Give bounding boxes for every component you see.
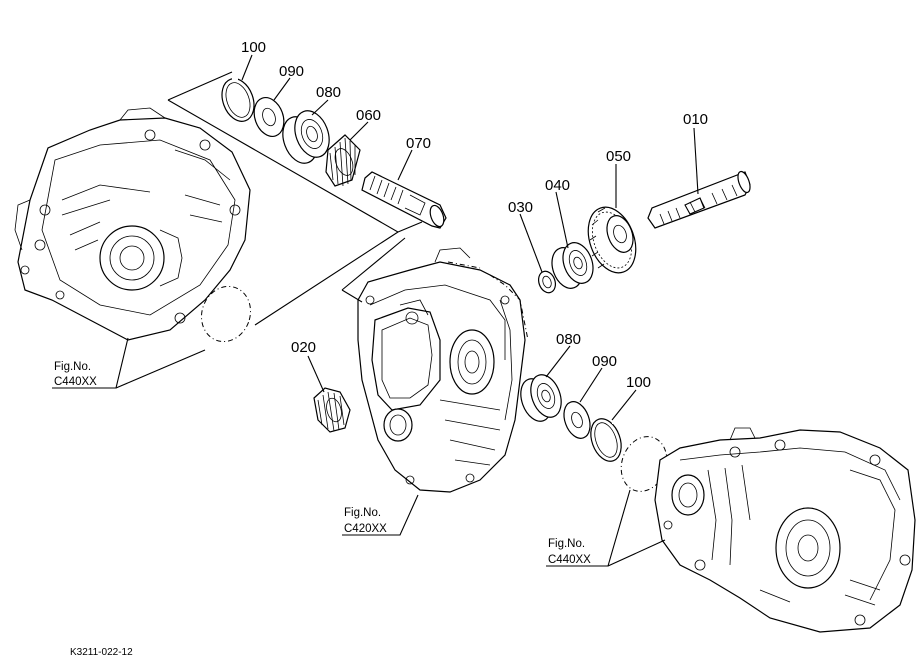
label-part-010: 010 <box>683 111 708 128</box>
label-part-020: 020 <box>291 339 316 356</box>
washer-030 <box>537 270 557 294</box>
leader-lines <box>52 54 699 567</box>
figref-center-line2: C420XX <box>344 523 387 535</box>
figref-left-line1: Fig.No. <box>54 361 91 373</box>
figref-left-line2: C440XX <box>54 376 97 388</box>
left-transmission-housing <box>14 107 251 341</box>
bevel-gear-020 <box>313 387 351 433</box>
label-part-100-top: 100 <box>241 39 266 56</box>
label-part-070: 070 <box>406 135 431 152</box>
snap-ring-100-bottom <box>590 418 622 462</box>
label-part-100-bottom: 100 <box>626 374 651 391</box>
bearing-040 <box>551 242 594 289</box>
label-part-090-top: 090 <box>279 63 304 80</box>
snap-ring-100-top <box>221 76 255 122</box>
label-part-040: 040 <box>545 177 570 194</box>
right-transmission-housing <box>654 427 916 633</box>
bearing-080-bottom <box>520 374 562 422</box>
shaft-010 <box>647 170 751 229</box>
gear-050 <box>587 206 637 274</box>
center-transmission-housing <box>357 247 529 493</box>
left-leader-box <box>167 71 423 326</box>
label-part-080-bottom: 080 <box>556 331 581 348</box>
label-part-090-bottom: 090 <box>592 353 617 370</box>
label-part-030: 030 <box>508 199 533 216</box>
left-gasket <box>200 285 252 343</box>
washer-090-top <box>253 97 285 137</box>
shaft-070 <box>361 171 447 229</box>
figref-center-line1: Fig.No. <box>344 507 381 519</box>
drawing-code: K3211-022-12 <box>70 647 133 658</box>
bearing-080-top <box>282 110 330 164</box>
bevel-gear-060 <box>325 134 361 187</box>
center-leader-lines <box>341 237 406 303</box>
figref-right-line2: C440XX <box>548 554 591 566</box>
washer-090-bottom <box>563 401 591 439</box>
label-part-050: 050 <box>606 148 631 165</box>
label-part-080-top: 080 <box>316 84 341 101</box>
label-part-060: 060 <box>356 107 381 124</box>
figref-right-line1: Fig.No. <box>548 538 585 550</box>
